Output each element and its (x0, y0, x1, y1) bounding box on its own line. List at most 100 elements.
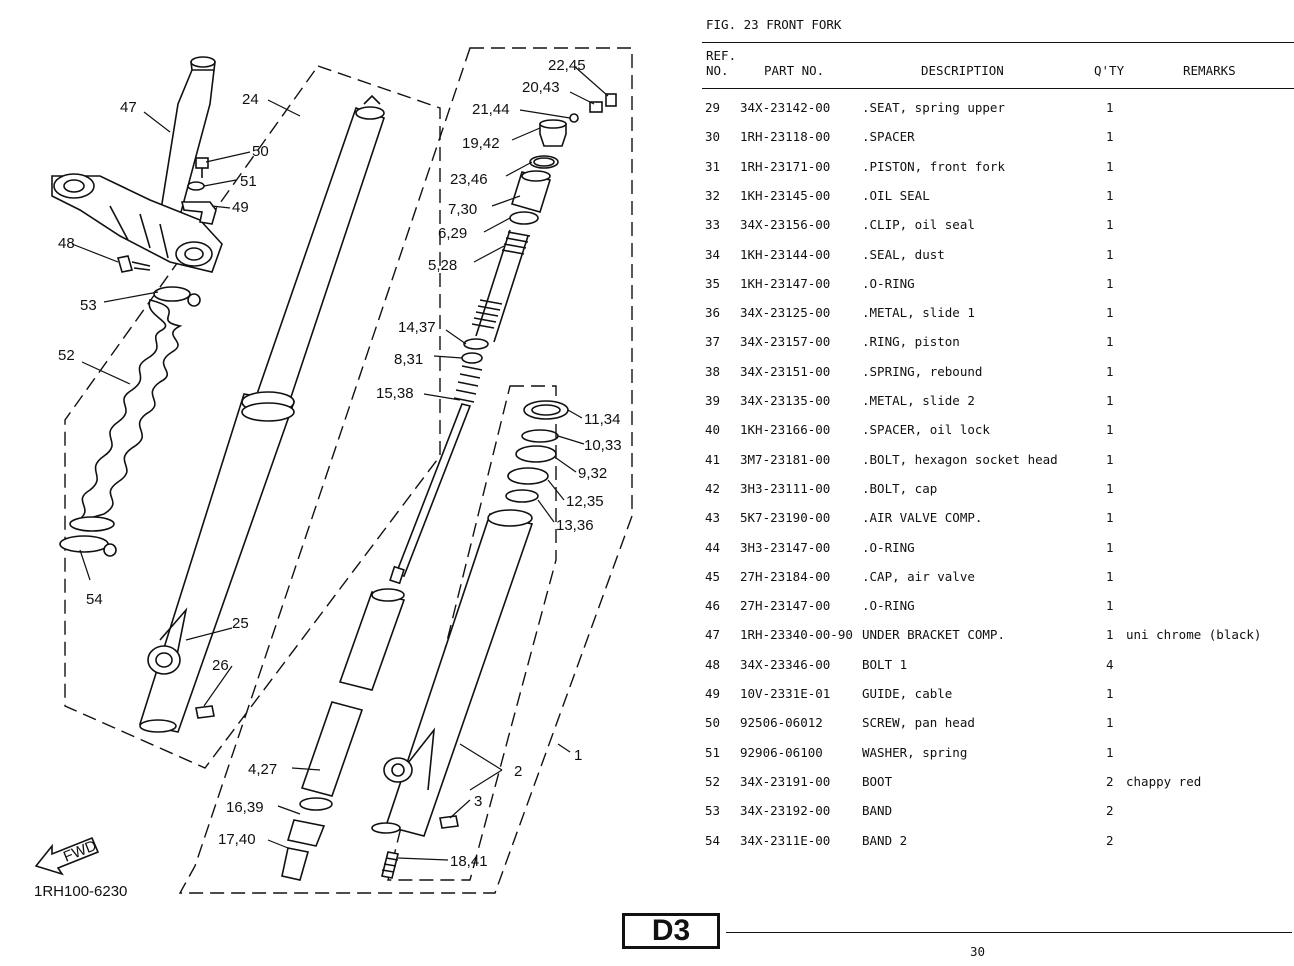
header-description: DESCRIPTION (921, 63, 1004, 78)
piston-rod-drawing (389, 352, 483, 585)
qty-cell: 1 (1106, 217, 1114, 232)
remarks-cell: uni chrome (black) (1126, 627, 1262, 642)
ref-cell: 49 (705, 686, 721, 701)
description-cell: BOOT (862, 774, 893, 789)
callout-2: 2 (514, 763, 522, 780)
ref-cell: 33 (705, 217, 721, 232)
qty-cell: 1 (1106, 364, 1114, 379)
callout-9-32: 9,32 (578, 465, 607, 482)
callout-23-46: 23,46 (450, 171, 488, 188)
ref-cell: 34 (705, 247, 721, 262)
leader-lines (71, 65, 609, 861)
callout-25: 25 (232, 615, 249, 632)
qty-cell: 1 (1106, 422, 1114, 437)
part-no-cell: 34X-23157-00 (740, 334, 831, 349)
ref-cell: 52 (705, 774, 721, 789)
figure-title: FIG. 23 FRONT FORK (706, 17, 842, 32)
callout-50: 50 (252, 143, 269, 160)
part-no-cell: 1KH-23144-00 (740, 247, 831, 262)
part-no-cell: 34X-23192-00 (740, 803, 831, 818)
part-no-cell: 34X-23125-00 (740, 305, 831, 320)
qty-cell: 2 (1106, 774, 1114, 789)
callout-6-29: 6,29 (438, 225, 467, 242)
band-54-drawing (59, 535, 117, 557)
callout-3: 3 (474, 793, 482, 810)
description-cell: .O-RING (862, 598, 915, 613)
qty-cell: 1 (1106, 540, 1114, 555)
qty-cell: 1 (1106, 452, 1114, 467)
part-no-cell: 1RH-23118-00 (740, 129, 831, 144)
qty-cell: 4 (1106, 657, 1114, 672)
callout-49: 49 (232, 199, 249, 216)
description-cell: .SEAL, dust (862, 247, 945, 262)
description-cell: .OIL SEAL (862, 188, 930, 203)
description-cell: .SPACER, oil lock (862, 422, 990, 437)
ref-cell: 36 (705, 305, 721, 320)
exploded-diagram: FWD 47 (34, 47, 633, 900)
part-no-cell: 92906-06100 (740, 745, 823, 760)
ref-cell: 41 (705, 452, 721, 467)
qty-cell: 1 (1106, 481, 1114, 496)
description-cell: .BOLT, hexagon socket head (862, 452, 1058, 467)
description-cell: .AIR VALVE COMP. (862, 510, 983, 525)
boot-52-drawing (69, 299, 183, 532)
callout-18-41: 18,41 (450, 853, 488, 870)
bolt-48-drawing (116, 255, 151, 273)
description-cell: .SPACER (862, 129, 915, 144)
piston-ring-drawing (463, 338, 489, 350)
part-no-cell: 27H-23184-00 (740, 569, 831, 584)
description-cell: .O-RING (862, 276, 915, 291)
callout-14-37: 14,37 (398, 319, 436, 336)
part-no-cell: 1KH-23145-00 (740, 188, 831, 203)
qty-cell: 1 (1106, 305, 1114, 320)
callout-22-45: 22,45 (548, 57, 586, 74)
header-remarks: REMARKS (1183, 63, 1236, 78)
callout-24: 24 (242, 91, 259, 108)
spring-5-28-drawing (471, 229, 531, 343)
part-no-cell: 34X-23142-00 (740, 100, 831, 115)
table-row: 34 1KH-23144-00 .SEAL, dust 1 (0, 247, 1114, 265)
page-number: 30 (970, 944, 986, 959)
header-part-no: PART NO. (764, 63, 825, 78)
ref-cell: 32 (705, 188, 721, 203)
description-cell: .BOLT, cap (862, 481, 938, 496)
qty-cell: 2 (1106, 833, 1114, 848)
bolt-18-41-drawing (381, 851, 399, 879)
header-ref-line2: NO. (706, 63, 729, 78)
part-no-cell: 1RH-23340-00-90 (740, 627, 853, 642)
table-row: 42 3H3-23111-00 .BOLT, cap 1 (0, 481, 1114, 499)
header-ref: REF. NO. (706, 48, 736, 78)
ref-cell: 42 (705, 481, 721, 496)
ref-cell: 29 (705, 100, 721, 115)
ref-cell: 31 (705, 159, 721, 174)
description-cell: BAND (862, 803, 893, 818)
description-cell: .CAP, air valve (862, 569, 975, 584)
qty-cell: 1 (1106, 686, 1114, 701)
callout-labels: 47 24 50 51 49 48 53 52 54 25 26 22,45 2… (34, 57, 622, 900)
part-no-cell: 34X-23191-00 (740, 774, 831, 789)
table-row: 41 3M7-23181-00 .BOLT, hexagon socket head… (0, 452, 1114, 470)
callout-8-31: 8,31 (394, 351, 423, 368)
qty-cell: 1 (1106, 276, 1114, 291)
qty-cell: 1 (1106, 247, 1114, 262)
qty-cell: 1 (1106, 569, 1114, 584)
slide-metal-drawing (281, 588, 406, 881)
part-no-cell: 3M7-23181-00 (740, 452, 831, 467)
remarks-cell: chappy red (1126, 774, 1202, 789)
part-no-cell: 10V-2331E-01 (740, 686, 831, 701)
ref-cell: 40 (705, 422, 721, 437)
part-no-cell: 3H3-23111-00 (740, 481, 831, 496)
description-cell: SCREW, pan head (862, 715, 975, 730)
ref-cell: 35 (705, 276, 721, 291)
